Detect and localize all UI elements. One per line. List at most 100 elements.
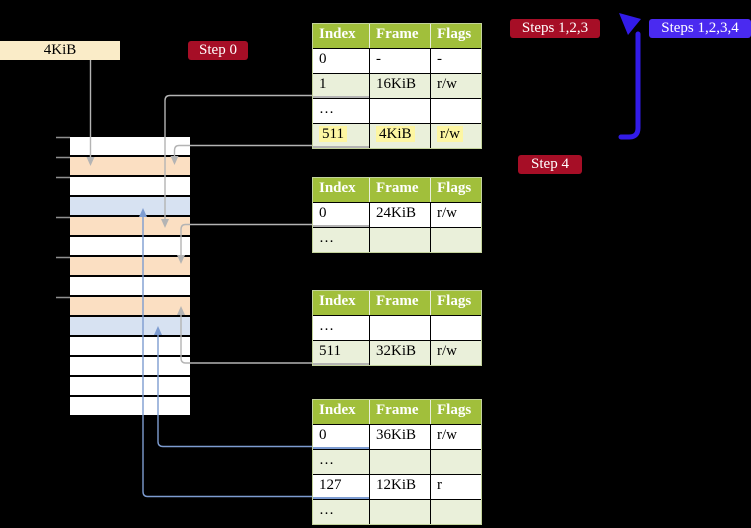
table-cell: r/w bbox=[431, 340, 481, 365]
entry-link-underline bbox=[313, 363, 369, 365]
arrow-table3-entry511-to-memory bbox=[180, 314, 312, 364]
header-cell-flags: Flags bbox=[431, 400, 481, 424]
table-cell bbox=[370, 227, 431, 252]
memory-frame-row-3 bbox=[70, 197, 190, 215]
table-cell: 1 bbox=[313, 73, 370, 98]
table-cell bbox=[431, 227, 481, 252]
table-cell: r/w bbox=[431, 73, 481, 98]
table-cell: 36KiB bbox=[370, 424, 431, 449]
table-cell: 0 bbox=[313, 202, 370, 227]
table-cell: … bbox=[313, 227, 370, 252]
table-row-0: … bbox=[313, 315, 481, 340]
table-cell: r/w bbox=[431, 123, 481, 148]
highlighted-value: 511 bbox=[319, 126, 347, 142]
table-cell: - bbox=[431, 48, 481, 73]
table-row-3: … bbox=[313, 499, 481, 524]
memory-frame-row-2 bbox=[70, 177, 190, 195]
table-cell bbox=[431, 499, 481, 524]
memory-frame-row-8 bbox=[70, 297, 190, 315]
table-cell: 0 bbox=[313, 424, 370, 449]
table-cell bbox=[370, 315, 431, 340]
entry-link-underline bbox=[313, 225, 369, 227]
header-cell-flags: Flags bbox=[431, 178, 481, 202]
recursive-loop-arrow bbox=[618, 13, 641, 140]
table-row-1: … bbox=[313, 227, 481, 252]
highlighted-value: r/w bbox=[437, 126, 463, 142]
header-cell-frame: Frame bbox=[370, 24, 431, 48]
entry-link-underline bbox=[313, 497, 369, 499]
badge-step-0: Step 0 bbox=[188, 41, 248, 60]
header-cell-frame: Frame bbox=[370, 178, 431, 202]
table-row-3: 511 4KiB r/w bbox=[313, 123, 481, 148]
entry-link-underline bbox=[313, 146, 369, 148]
table-cell: … bbox=[313, 315, 370, 340]
header-cell-frame: Frame bbox=[370, 400, 431, 424]
memory-frame-row-9 bbox=[70, 317, 190, 335]
table-cell: … bbox=[313, 499, 370, 524]
header-cell-index: Index bbox=[313, 178, 370, 202]
table-cell: 511 bbox=[313, 340, 370, 365]
memory-frame-row-0 bbox=[70, 137, 190, 155]
table-cell: 0 bbox=[313, 48, 370, 73]
table-cell bbox=[370, 449, 431, 474]
memory-frame-row-6 bbox=[70, 257, 190, 275]
table-cell: 511 bbox=[313, 123, 370, 148]
table-cell: 4KiB bbox=[370, 123, 431, 148]
memory-frame-row-13 bbox=[70, 397, 190, 415]
badge-steps-1-2-3: Steps 1,2,3 bbox=[510, 19, 600, 38]
entry-link-underline bbox=[313, 447, 369, 449]
memory-frame-row-11 bbox=[70, 357, 190, 375]
memory-tick-marks bbox=[56, 136, 70, 299]
header-cell-index: Index bbox=[313, 400, 370, 424]
table-cell: … bbox=[313, 98, 370, 123]
header-cell-flags: Flags bbox=[431, 24, 481, 48]
table-cell: 24KiB bbox=[370, 202, 431, 227]
table-cell: r/w bbox=[431, 424, 481, 449]
header-cell-flags: Flags bbox=[431, 291, 481, 315]
table-cell bbox=[431, 98, 481, 123]
table-cell: 12KiB bbox=[370, 474, 431, 499]
frame-size-label: 4KiB bbox=[0, 41, 120, 60]
table-cell: - bbox=[370, 48, 431, 73]
header-cell-index: Index bbox=[313, 291, 370, 315]
memory-frame-row-10 bbox=[70, 337, 190, 355]
table-cell: 127 bbox=[313, 474, 370, 499]
memory-frame-row-7 bbox=[70, 277, 190, 295]
entry-link-underline bbox=[313, 96, 369, 98]
header-cell-index: Index bbox=[313, 24, 370, 48]
badge-step-4: Step 4 bbox=[518, 155, 582, 174]
table-cell: r bbox=[431, 474, 481, 499]
table-cell bbox=[431, 449, 481, 474]
table-row-2: … bbox=[313, 98, 481, 123]
physical-memory-column bbox=[70, 137, 190, 417]
arrow-table1-entry511-to-memory bbox=[173, 144, 312, 156]
memory-frame-row-4 bbox=[70, 217, 190, 235]
table-cell bbox=[370, 499, 431, 524]
table-cell: 16KiB bbox=[370, 73, 431, 98]
memory-frame-row-5 bbox=[70, 237, 190, 255]
table-row-1: … bbox=[313, 449, 481, 474]
table-cell: r/w bbox=[431, 202, 481, 227]
highlighted-value: 4KiB bbox=[376, 126, 415, 142]
table-cell bbox=[431, 315, 481, 340]
table-cell: 32KiB bbox=[370, 340, 431, 365]
table-cell: … bbox=[313, 449, 370, 474]
badge-steps-1-2-3-4: Steps 1,2,3,4 bbox=[649, 19, 751, 38]
memory-frame-row-12 bbox=[70, 377, 190, 395]
memory-frame-row-1 bbox=[70, 157, 190, 175]
table-cell bbox=[370, 98, 431, 123]
